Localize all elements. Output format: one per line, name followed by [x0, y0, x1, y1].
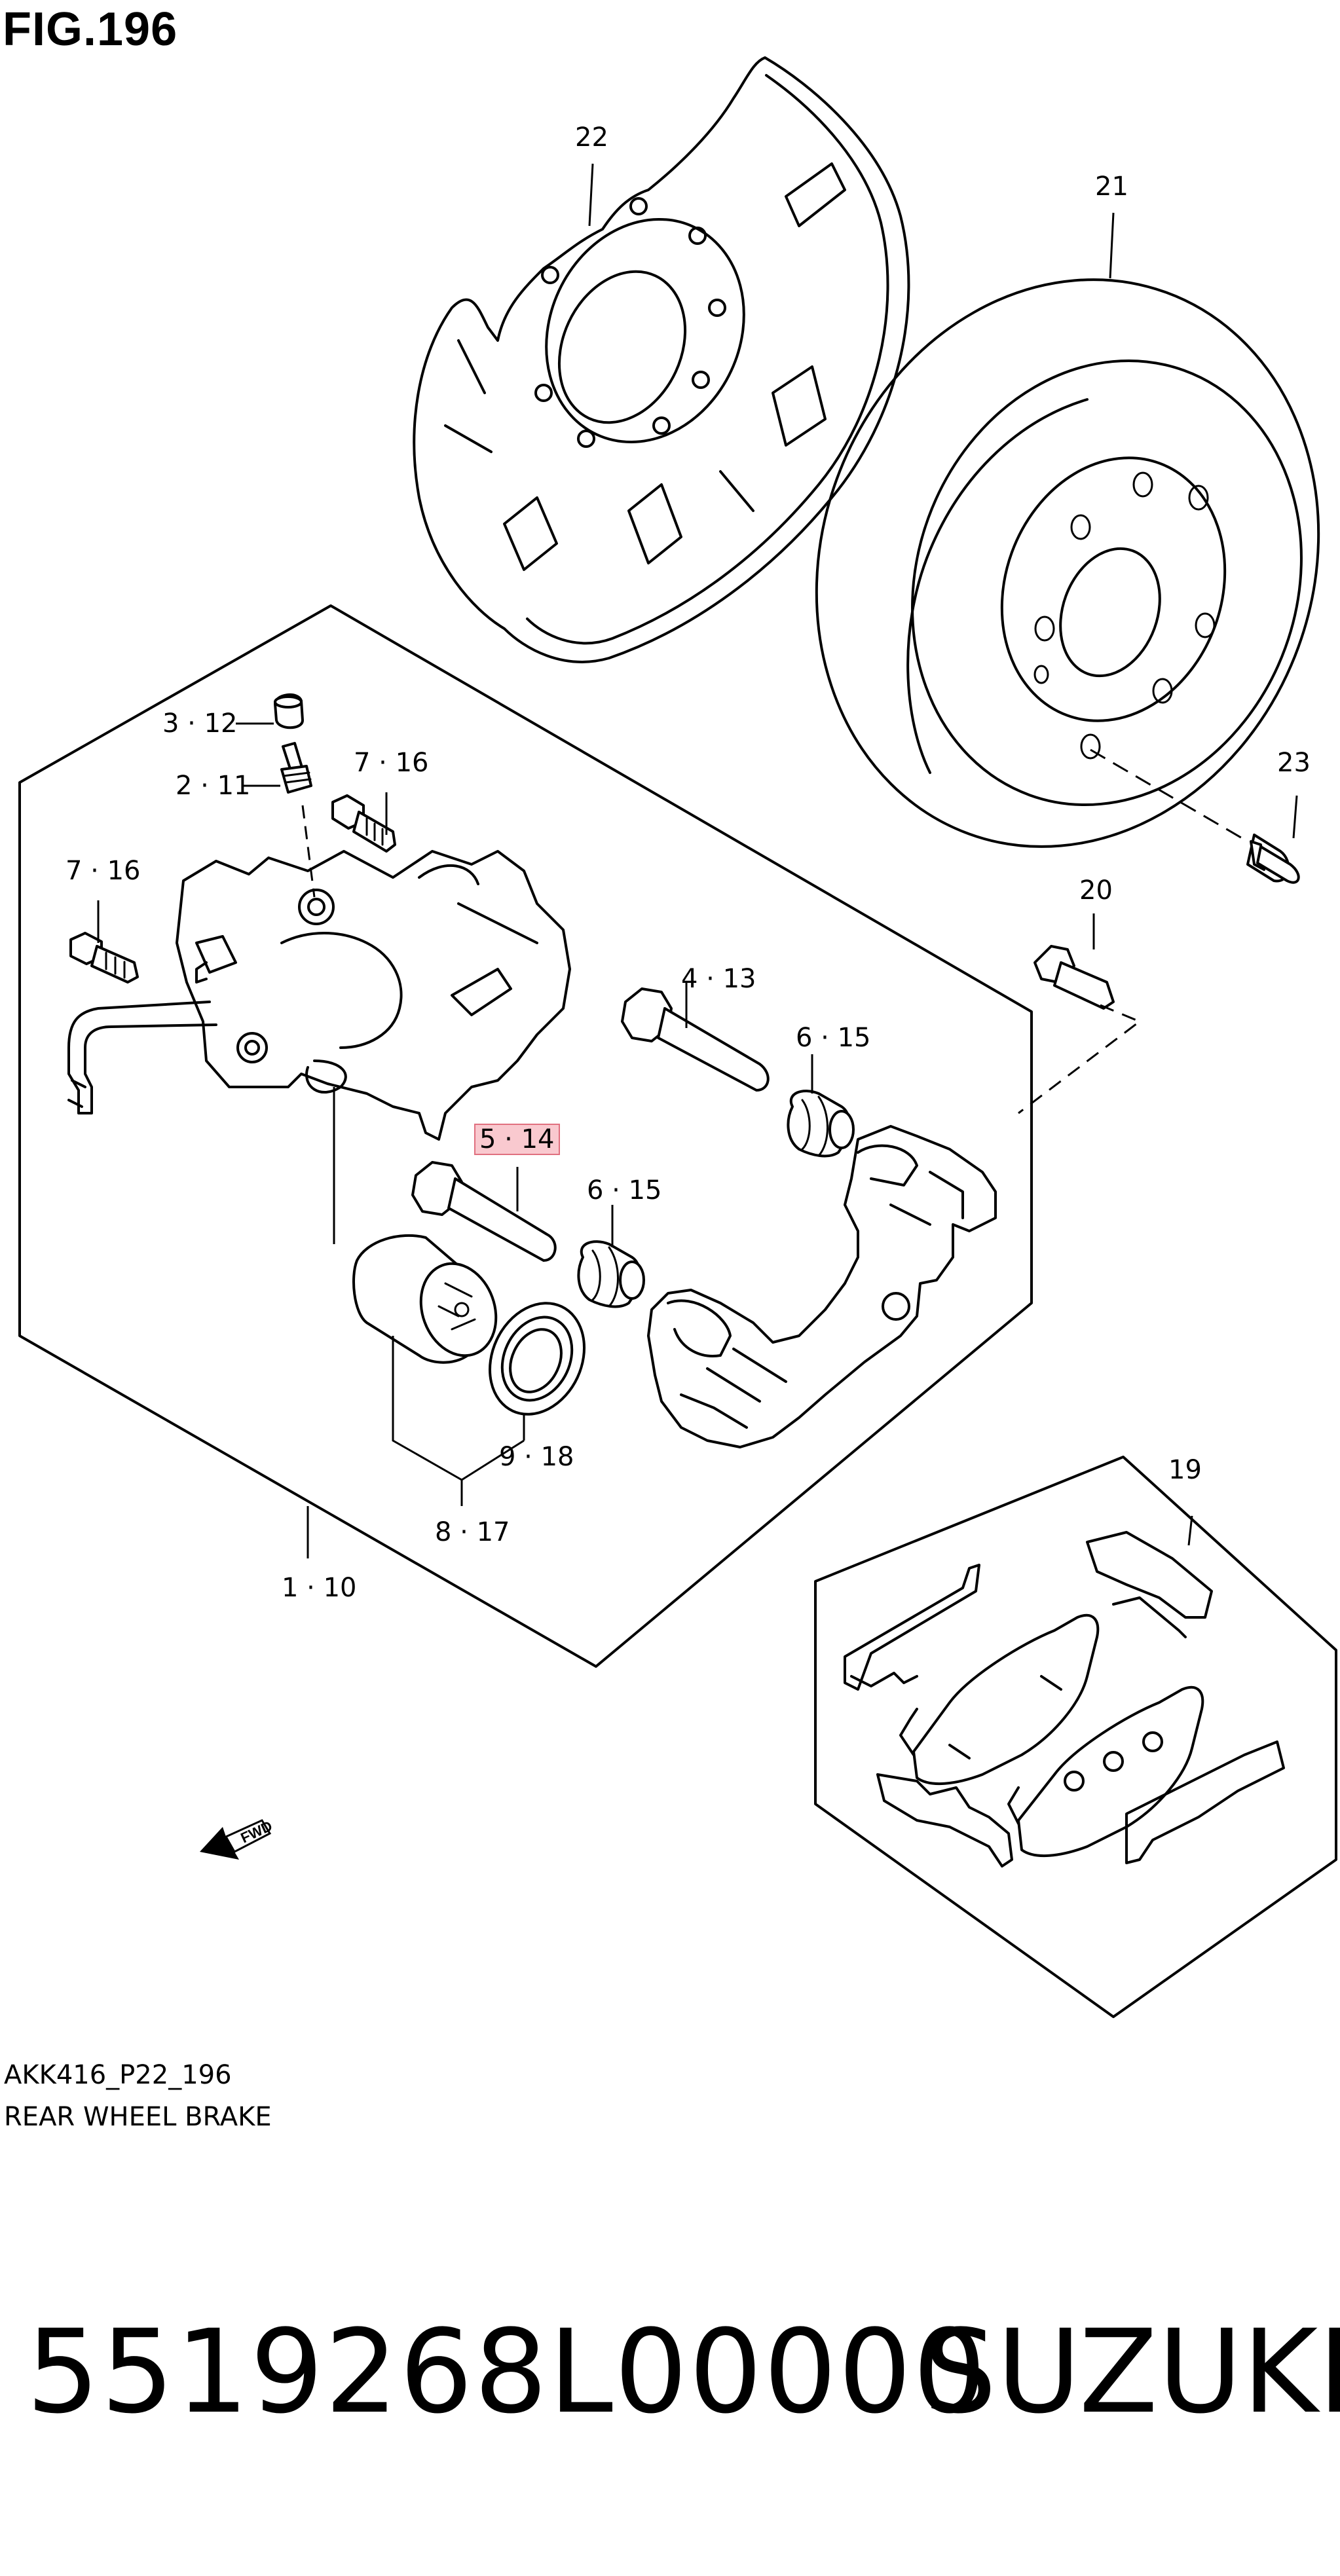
caliper-bolt-upper: [331, 794, 396, 853]
pin-boot-lower: [577, 1240, 645, 1308]
callout-22: 22: [575, 122, 608, 153]
brake-disc: [815, 278, 1320, 848]
exploded-view-drawing: FWD: [18, 56, 1337, 2018]
bleeder-screw: [280, 742, 312, 794]
callout-6-15-upper: 6 · 15: [796, 1023, 871, 1053]
callout-1-10: 1 · 10: [282, 1573, 357, 1603]
caliper-bolt-lower: [69, 932, 139, 984]
figure-title: FIG.196: [3, 3, 178, 56]
callout-7-16-upper: 7 · 16: [354, 748, 429, 778]
pin-boot-upper: [787, 1090, 855, 1158]
figure-caption: REAR WHEEL BRAKE: [4, 2102, 272, 2132]
callout-3-12: 3 · 12: [162, 708, 238, 739]
caliper-body: [67, 850, 571, 1141]
callout-6-15-lower: 6 · 15: [587, 1175, 662, 1205]
piston-seal: [489, 1302, 586, 1416]
bracket-bolt: [1033, 945, 1115, 1010]
callout-23: 23: [1277, 748, 1311, 778]
callout-7-16-lower: 7 · 16: [65, 856, 141, 886]
callout-4-13: 4 · 13: [681, 964, 756, 994]
guide-pin-lower: [411, 1161, 557, 1262]
part-number: 5519268L00000: [26, 2305, 988, 2439]
caliper-piston: [352, 1234, 498, 1364]
callout-21: 21: [1095, 172, 1128, 202]
caliper-assembly-frame: [18, 604, 1033, 1668]
callout-9-18: 9 · 18: [499, 1442, 574, 1472]
pad-set-frame: [814, 1456, 1337, 2018]
fwd-arrow: FWD: [200, 1818, 275, 1860]
figure-code: AKK416_P22_196: [4, 2060, 232, 2090]
disc-screw: [1090, 748, 1300, 884]
caliper-bracket: [647, 1125, 997, 1448]
brake-pads: [899, 1613, 1204, 1857]
callout-2-11: 2 · 11: [176, 771, 251, 801]
dust-shield: [413, 56, 910, 663]
callout-20: 20: [1079, 875, 1113, 906]
brand-name: SUZUKI: [923, 2305, 1340, 2439]
callout-19: 19: [1168, 1455, 1202, 1485]
bleeder-cap: [274, 693, 304, 729]
callout-5-14-highlighted[interactable]: 5 · 14: [474, 1124, 560, 1155]
guide-pin-upper: [621, 987, 770, 1092]
pad-clips: [844, 1531, 1285, 1868]
part-footer: 5519268L00000 SUZUKI: [0, 2305, 1340, 2439]
callout-8-17: 8 · 17: [435, 1517, 510, 1547]
diagram-panel: FWD FIG.196 22 21 23 20 19 3 · 12 2 · 11…: [3, 3, 1337, 2132]
